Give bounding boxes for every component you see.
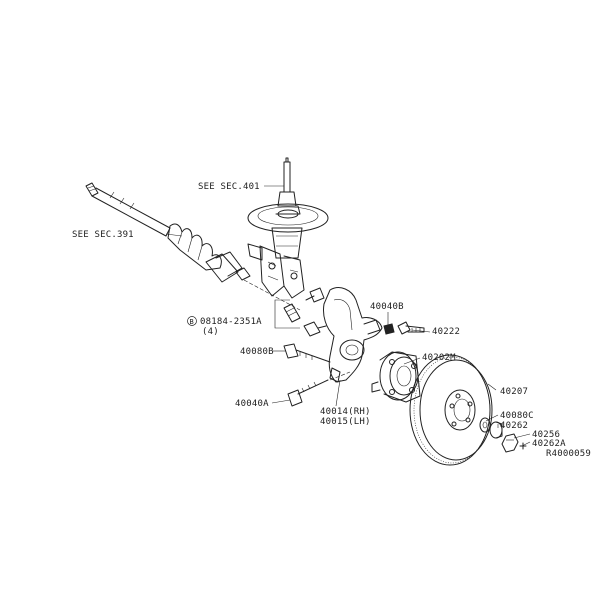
bolt-axis-line — [329, 371, 351, 381]
label-40256: 40256 — [532, 430, 560, 440]
stud-bolt-40222 — [397, 321, 425, 335]
leader-lines — [165, 185, 531, 447]
bolt-bracket-line — [274, 299, 300, 329]
label-see-sec-401: SEE SEC.401 — [198, 182, 260, 192]
strut-assembly — [247, 157, 329, 299]
strut-bolt-middle — [283, 303, 301, 323]
bolt-40040a — [287, 379, 329, 407]
label-bolt-qty: (4) — [202, 327, 219, 337]
label-40040a: 40040A — [235, 399, 269, 409]
label-40262a: 40262A — [532, 439, 566, 449]
bolt-40080b — [283, 343, 331, 363]
driveshaft-axis-line — [243, 279, 301, 311]
label-40040b: 40040B — [370, 302, 404, 312]
label-08184-2351a: 08184-2351A — [200, 317, 262, 327]
label-40080c: 40080C — [500, 411, 534, 421]
label-40014-rh: 40014(RH) — [320, 407, 371, 417]
label-40262: 40262 — [500, 421, 528, 431]
strut-bolt-lower — [303, 321, 327, 337]
steering-knuckle — [323, 287, 383, 383]
brake-disc-40207 — [409, 354, 493, 466]
pin-40262a — [519, 442, 527, 450]
nut-40256 — [501, 433, 519, 453]
label-40207: 40207 — [500, 387, 528, 397]
label-bolt-circle: B — [190, 318, 194, 326]
hub-bearing-40202m — [371, 351, 421, 403]
label-40080b: 40080B — [240, 347, 274, 357]
cap-40262 — [489, 421, 503, 439]
nut-40040b — [383, 323, 395, 335]
strut-bolt-upper — [305, 287, 325, 303]
label-40222: 40222 — [432, 327, 460, 337]
bolt-circle-marker — [187, 316, 197, 326]
label-40015-lh: 40015(LH) — [320, 417, 371, 427]
label-reference-code: R4000059 — [546, 449, 591, 459]
washer-40080c — [479, 417, 491, 433]
drive-shaft — [85, 182, 251, 283]
label-40202m: 40202M — [422, 353, 456, 363]
label-see-sec-391: SEE SEC.391 — [72, 230, 134, 240]
